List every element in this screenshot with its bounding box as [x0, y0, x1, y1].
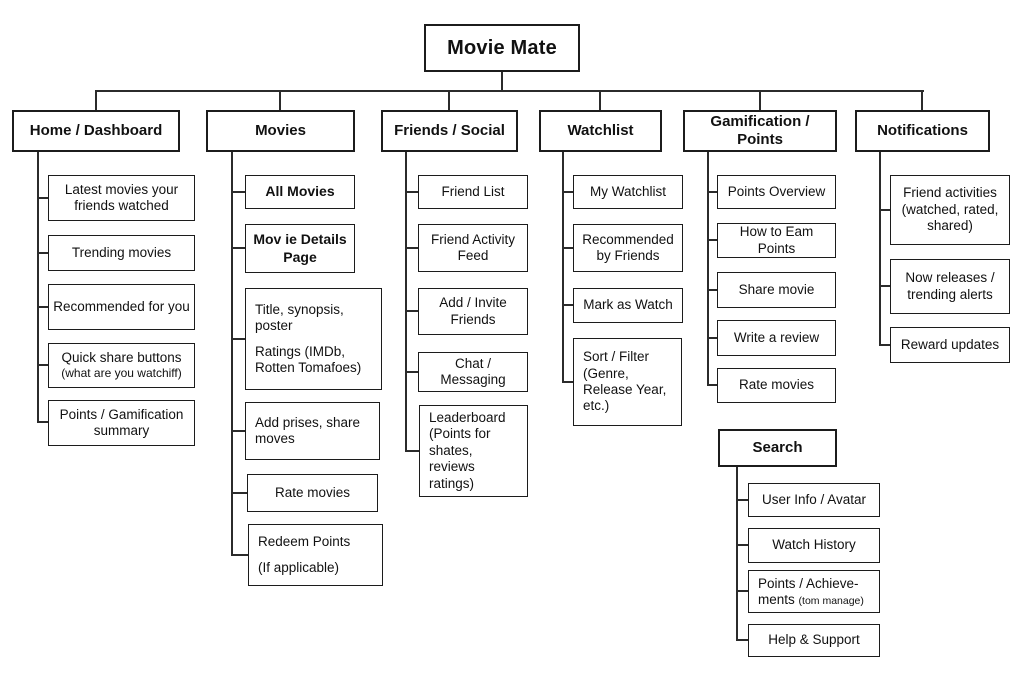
connector-line	[231, 430, 245, 432]
connector-line	[921, 90, 923, 110]
child-node-add-invite-friends: Add / Invite Friends	[418, 288, 528, 335]
connector-line	[405, 152, 407, 451]
child-node-latest-movies: Latest movies your friends watched	[48, 175, 195, 221]
child-node-all-movies: All Movies	[245, 175, 355, 209]
connector-line	[707, 239, 717, 241]
connector-line	[231, 152, 233, 555]
connector-line	[405, 191, 418, 193]
child-node-my-watchlist: My Watchlist	[573, 175, 683, 209]
child-node-mark-as-watch: Mark as Watch	[573, 288, 683, 323]
connector-line	[405, 247, 418, 249]
connector-line	[231, 492, 247, 494]
child-node-user-info-avatar: User Info / Avatar	[748, 483, 880, 517]
connector-line	[562, 304, 573, 306]
connector-line	[37, 421, 48, 423]
connector-line	[879, 209, 890, 211]
child-node-points-gamification-summary: Points / Gamification summary	[48, 400, 195, 446]
child-node-friend-activity-feed: Friend Activity Feed	[418, 224, 528, 272]
child-node-points-overview: Points Overview	[717, 175, 836, 209]
connector-line	[736, 544, 748, 546]
child-node-now-releases-trending: Now releases / trending alerts	[890, 259, 1010, 314]
connector-line	[879, 344, 890, 346]
child-node-reward-updates: Reward updates	[890, 327, 1010, 363]
section-node-watchlist: Watchlist	[539, 110, 662, 152]
connector-line	[562, 191, 573, 193]
child-node-recommended-by-friends: Recommended by Friends	[573, 224, 683, 272]
search-node: Search	[718, 429, 837, 467]
connector-line	[759, 90, 761, 110]
child-node-trending-movies: Trending movies	[48, 235, 195, 271]
child-node-movie-details-page: Mov ie Details Page	[245, 224, 355, 273]
section-node-home-dashboard: Home / Dashboard	[12, 110, 180, 152]
connector-line	[231, 247, 245, 249]
connector-line	[562, 247, 573, 249]
child-node-rate-movies-gamification: Rate movies	[717, 368, 836, 403]
child-node-friend-list: Friend List	[418, 175, 528, 209]
connector-line	[448, 90, 450, 110]
connector-line	[37, 152, 39, 423]
connector-line	[405, 371, 418, 373]
section-node-notifications: Notifications	[855, 110, 990, 152]
connector-line	[231, 554, 248, 556]
connector-line	[736, 590, 748, 592]
connector-line	[879, 152, 881, 345]
connector-line	[37, 364, 48, 366]
connector-line	[707, 337, 717, 339]
connector-line	[231, 191, 245, 193]
child-node-share-movie: Share movie	[717, 272, 836, 308]
root-node-movie-mate: Movie Mate	[424, 24, 580, 72]
child-node-add-prises-share: Add prises, share moves	[245, 402, 380, 460]
section-node-gamification-points: Gamification / Points	[683, 110, 837, 152]
connector-line	[37, 306, 48, 308]
connector-line	[37, 252, 48, 254]
child-node-watch-history: Watch History	[748, 528, 880, 563]
connector-line	[231, 338, 245, 340]
connector-line	[501, 72, 503, 91]
child-node-quick-share-buttons: Quick share buttons(what are you watchif…	[48, 343, 195, 388]
connector-line	[707, 191, 717, 193]
connector-line	[562, 381, 573, 383]
connector-line	[736, 467, 738, 641]
child-node-recommended-for-you: Recommended for you	[48, 284, 195, 330]
connector-line	[405, 310, 418, 312]
child-node-redeem-points: Redeem Points(If applicable)	[248, 524, 383, 586]
connector-line	[95, 90, 97, 110]
child-node-write-a-review: Write a review	[717, 320, 836, 356]
child-node-chat-messaging: Chat / Messaging	[418, 352, 528, 392]
connector-line	[736, 639, 748, 641]
child-node-how-to-earn-points: How to Eam Points	[717, 223, 836, 258]
connector-line	[707, 289, 717, 291]
connector-line	[562, 152, 564, 382]
child-node-help-support: Help & Support	[748, 624, 880, 657]
child-node-points-achievements: Points / Achieve-ments (tom manage)	[748, 570, 880, 613]
connector-line	[405, 450, 419, 452]
child-node-rate-movies: Rate movies	[247, 474, 378, 512]
connector-line	[37, 197, 48, 199]
child-node-leaderboard: Leaderboard (Points for shates, reviews …	[419, 405, 528, 497]
connector-line	[279, 90, 281, 110]
connector-line	[95, 90, 924, 92]
child-node-friend-activities: Friend activities (watched, rated, share…	[890, 175, 1010, 245]
section-node-movies: Movies	[206, 110, 355, 152]
child-node-sort-filter: Sort / Filter (Genre, Release Year, etc.…	[573, 338, 682, 426]
connector-line	[736, 499, 748, 501]
connector-line	[707, 152, 709, 386]
section-node-friends-social: Friends / Social	[381, 110, 518, 152]
connector-line	[707, 384, 717, 386]
connector-line	[879, 285, 890, 287]
connector-line	[599, 90, 601, 110]
